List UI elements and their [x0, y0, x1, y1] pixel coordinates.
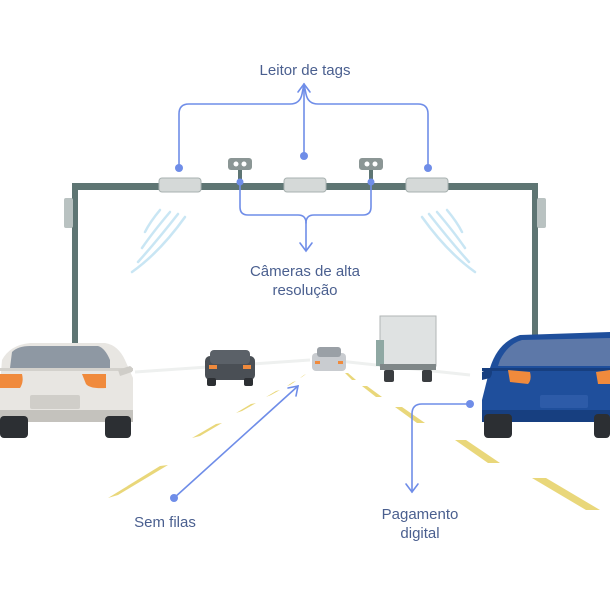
label-cameras-line1: Câmeras de alta	[249, 263, 361, 280]
car-white-left	[0, 343, 133, 438]
callout-cam-left	[239, 181, 307, 251]
tag-reader-right	[405, 177, 449, 193]
callout-lines	[173, 82, 471, 499]
label-tag-reader: Leitor de tags	[205, 61, 405, 80]
signal-waves-left-icon	[130, 208, 187, 274]
gantry	[64, 158, 546, 343]
label-cameras: Câmeras de alta resolução	[205, 262, 405, 300]
label-no-queues: Sem filas	[105, 513, 225, 532]
arrowhead-payment-icon	[405, 483, 419, 494]
label-payment: Pagamento digital	[350, 505, 490, 543]
arrowhead-cam-icon	[299, 242, 313, 253]
callout-cam-right	[305, 181, 372, 224]
gantry-side-panel-left	[64, 198, 73, 228]
lane-marking-left	[108, 374, 306, 498]
label-payment-line1: Pagamento	[381, 506, 459, 523]
arrowhead-no-queues-icon	[287, 384, 300, 397]
lane-marking-right	[345, 373, 600, 510]
callout-no-queues	[173, 385, 299, 499]
callout-dots	[170, 152, 474, 502]
label-no-queues-text: Sem filas	[134, 514, 196, 531]
truck-distant	[376, 315, 437, 382]
callout-tag-right	[303, 83, 429, 169]
callout-tag-left	[178, 83, 305, 169]
tag-reader-left	[158, 177, 202, 193]
camera-right	[359, 158, 383, 183]
car-distant-center	[312, 347, 346, 371]
callout-payment	[411, 403, 471, 493]
car-distant-left	[205, 350, 255, 386]
tag-reader-center	[283, 177, 327, 193]
signal-waves-right-icon	[420, 208, 477, 274]
label-payment-line2: digital	[400, 525, 440, 542]
label-cameras-line2: resolução	[272, 282, 338, 299]
gantry-side-panel-right	[537, 198, 546, 228]
arrowhead-tag-icon	[297, 82, 311, 93]
camera-left	[228, 158, 252, 183]
car-blue-right	[482, 332, 610, 438]
label-tag-reader-text: Leitor de tags	[259, 62, 351, 79]
